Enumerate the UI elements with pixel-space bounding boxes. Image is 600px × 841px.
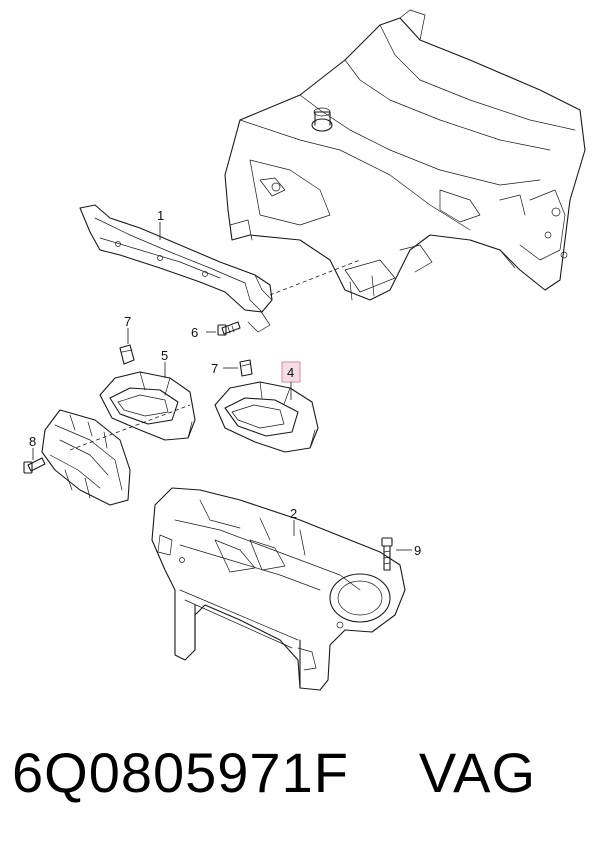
part-7-clip-right xyxy=(239,359,253,377)
part-2-lock-carrier xyxy=(151,487,406,691)
part-4-air-duct-right xyxy=(214,381,319,453)
part-9-bolt xyxy=(381,537,393,571)
part-caption: 6Q0805971F VAG xyxy=(12,732,592,812)
part-6-bolt xyxy=(217,321,241,336)
part-1-cross-member xyxy=(79,204,361,333)
lock-carrier-partial-view xyxy=(41,404,191,506)
front-body-shell xyxy=(224,9,586,301)
callout-2: 2 xyxy=(290,506,297,521)
callout-6: 6 xyxy=(191,325,198,340)
callout-8: 8 xyxy=(29,434,36,449)
part-number-text: 6Q0805971F xyxy=(12,740,349,804)
brand-text: VAG xyxy=(418,740,537,804)
part-7-clip-left xyxy=(119,344,135,365)
callout-5: 5 xyxy=(161,348,168,363)
part-8-bolt xyxy=(23,457,46,474)
callout-7-left: 7 xyxy=(124,314,131,329)
callout-4: 4 xyxy=(287,365,294,380)
callout-7-right: 7 xyxy=(211,361,218,376)
part-5-air-duct-left xyxy=(99,371,196,441)
callout-1: 1 xyxy=(157,208,164,223)
exploded-parts-diagram: 1 6 7 5 7 4 xyxy=(23,9,586,691)
callout-9: 9 xyxy=(414,543,421,558)
